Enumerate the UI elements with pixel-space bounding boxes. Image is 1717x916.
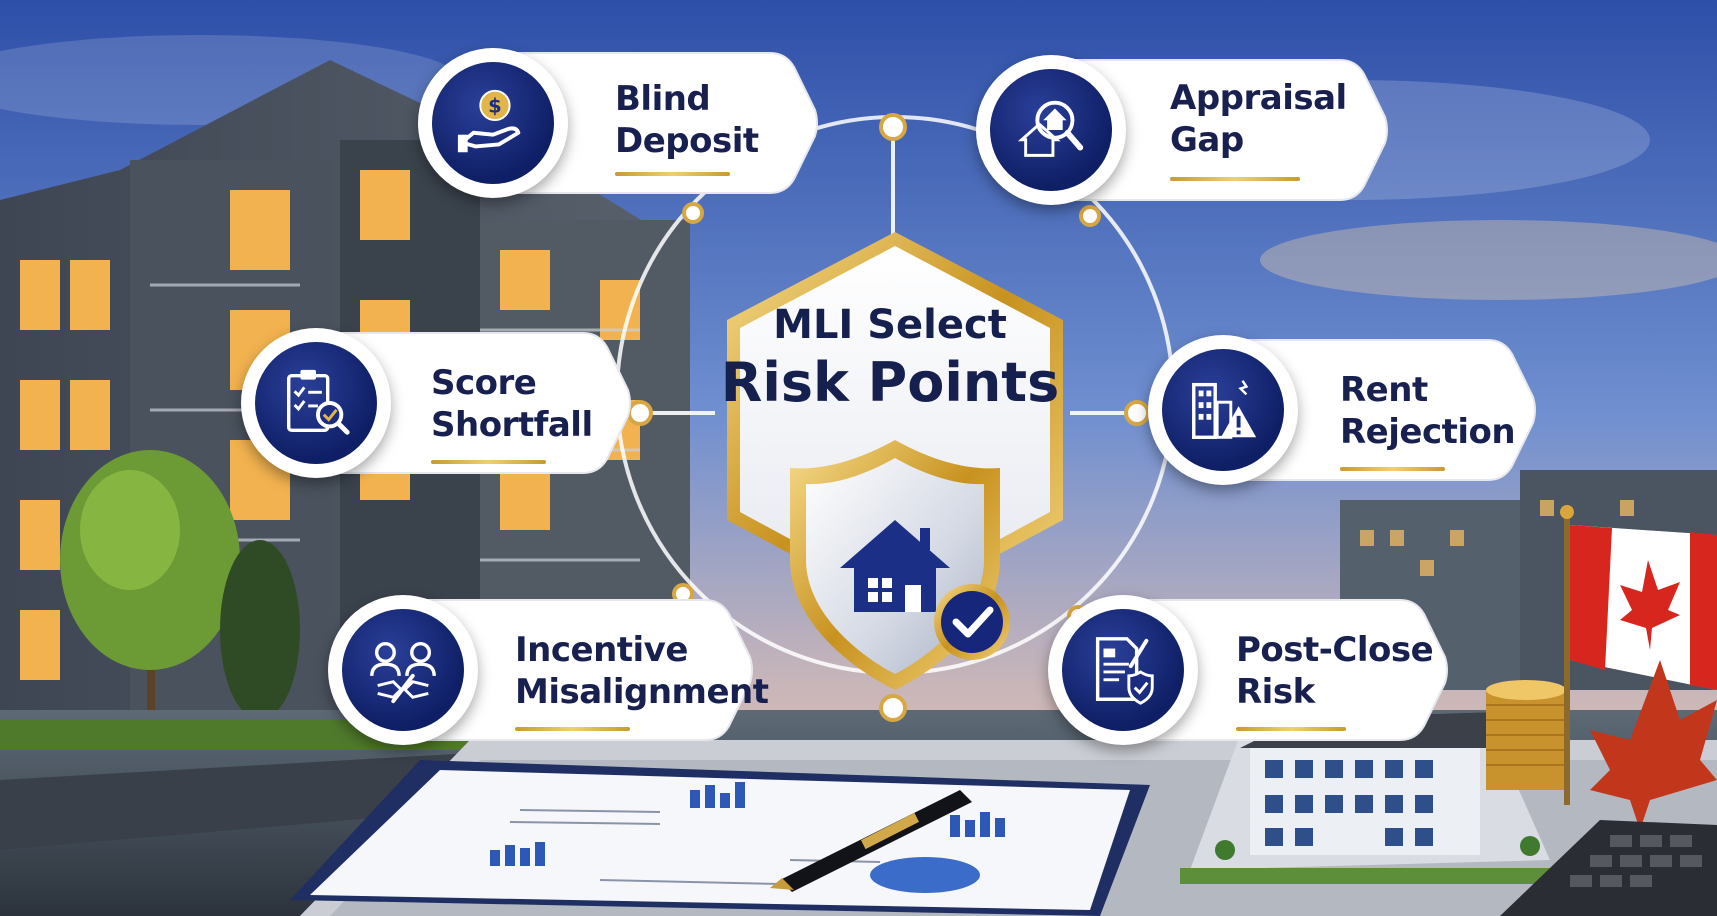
risk-card-label-line1: Post-Close xyxy=(1236,630,1434,670)
center-title-line2: Risk Points xyxy=(720,351,1060,414)
svg-text:$: $ xyxy=(488,94,502,117)
risk-card-label-line2: Shortfall xyxy=(431,405,593,445)
risk-card-label-line2: Misalignment xyxy=(515,672,769,712)
risk-card-label-line1: Appraisal xyxy=(1170,78,1347,118)
gold-underline xyxy=(615,172,730,176)
risk-card-label: Incentive Misalignment xyxy=(515,629,769,713)
risk-card-incentive-misalignment: Incentive Misalignment xyxy=(328,595,769,745)
house-search-icon xyxy=(976,55,1126,205)
risk-card-label-line1: Score xyxy=(431,363,537,403)
clipboard-check-icon xyxy=(241,328,391,478)
gold-underline xyxy=(1170,177,1300,181)
split-people-icon xyxy=(328,595,478,745)
risk-card-label-line2: Risk xyxy=(1236,672,1315,712)
risk-card-post-close-risk: Post-Close Risk xyxy=(1048,595,1450,745)
risk-card-label: Score Shortfall xyxy=(431,362,593,446)
risk-card-blind-deposit: $ Blind Deposit xyxy=(418,48,820,198)
risk-card-label-line2: Deposit xyxy=(615,121,759,161)
risk-card-label: Post-Close Risk xyxy=(1236,629,1434,713)
risk-card-label: Appraisal Gap xyxy=(1170,77,1347,161)
risk-card-score-shortfall: Score Shortfall xyxy=(241,328,633,478)
building-warning-icon xyxy=(1148,335,1298,485)
center-title-line1: MLI Select xyxy=(773,302,1007,348)
risk-card-label-line1: Rent xyxy=(1340,370,1428,410)
risk-card-label: Rent Rejection xyxy=(1340,369,1516,453)
gold-underline xyxy=(1340,467,1445,471)
risk-card-label: Blind Deposit xyxy=(615,78,759,162)
center-title: MLI Select Risk Points xyxy=(700,300,1080,416)
risk-card-rent-rejection: Rent Rejection xyxy=(1148,335,1538,485)
gold-underline xyxy=(431,460,546,464)
risk-card-label-line1: Blind xyxy=(615,79,711,119)
gold-underline xyxy=(1236,727,1346,731)
gold-underline xyxy=(515,727,630,731)
risk-card-label-line2: Rejection xyxy=(1340,412,1516,452)
risk-card-label-line2: Gap xyxy=(1170,120,1244,160)
risk-card-label-line1: Incentive xyxy=(515,630,688,670)
document-shield-icon xyxy=(1048,595,1198,745)
risk-card-appraisal-gap: Appraisal Gap xyxy=(976,55,1390,205)
hand-coin-icon: $ xyxy=(418,48,568,198)
